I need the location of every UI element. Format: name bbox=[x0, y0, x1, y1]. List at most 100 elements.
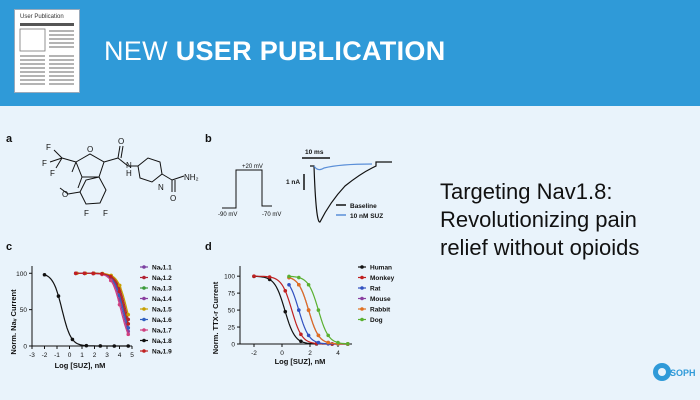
legend-label: Naᵥ1.6 bbox=[152, 317, 172, 324]
data-point bbox=[326, 333, 331, 338]
data-point bbox=[267, 275, 272, 279]
data-point bbox=[70, 337, 75, 342]
suz-trace bbox=[313, 163, 373, 171]
y-tick-label: 100 bbox=[16, 271, 27, 278]
atom-label: O bbox=[87, 145, 93, 154]
legend-marker bbox=[142, 328, 146, 332]
data-point bbox=[117, 302, 122, 307]
legend-label: Naᵥ1.7 bbox=[152, 328, 172, 335]
panel-d-ylabel: Norm. TTX-r Current bbox=[211, 281, 220, 354]
y-tick-label: 50 bbox=[228, 308, 236, 315]
data-point bbox=[100, 271, 104, 276]
atom-label: O bbox=[62, 190, 68, 199]
banner-prefix: NEW bbox=[104, 36, 176, 66]
x-tick-label: 3 bbox=[105, 352, 109, 359]
data-point bbox=[283, 289, 288, 293]
baseline-trace bbox=[310, 161, 392, 223]
legend-label: Naᵥ1.1 bbox=[152, 265, 172, 272]
legend-marker bbox=[142, 286, 146, 290]
data-point bbox=[126, 326, 131, 330]
atom-label: F bbox=[50, 169, 55, 178]
data-point bbox=[42, 272, 47, 277]
data-point bbox=[316, 340, 321, 345]
data-point bbox=[306, 308, 311, 312]
series-line bbox=[75, 272, 129, 332]
legend-label: Naᵥ1.9 bbox=[152, 349, 172, 356]
data-point bbox=[283, 309, 288, 314]
atom-label: O bbox=[170, 194, 176, 203]
chemical-structure bbox=[49, 145, 185, 205]
atom-label: NH₂ bbox=[184, 173, 199, 182]
legend-marker bbox=[360, 296, 364, 301]
x-tick-label: 0 bbox=[280, 350, 284, 357]
protocol-label-end: -70 mV bbox=[262, 212, 281, 218]
panel-b-letter: b bbox=[205, 133, 212, 145]
data-point bbox=[306, 282, 311, 287]
legend-marker bbox=[360, 307, 364, 311]
data-point bbox=[91, 271, 96, 276]
legend-label: Naᵥ1.2 bbox=[152, 275, 172, 282]
data-point bbox=[126, 344, 131, 348]
y-tick-label: 0 bbox=[23, 344, 27, 351]
legend-marker bbox=[360, 275, 364, 280]
newspaper-icon: User Publication bbox=[14, 9, 80, 93]
data-point bbox=[316, 308, 321, 312]
legend-marker bbox=[360, 317, 364, 322]
voltage-protocol: +20 mV -90 mV -70 mV bbox=[218, 164, 281, 218]
data-point bbox=[297, 282, 301, 287]
banner-title: NEW USER PUBLICATION bbox=[104, 36, 446, 67]
atom-label: O bbox=[118, 137, 124, 146]
legend-label: Mouse bbox=[370, 296, 391, 303]
panel-a-letter: a bbox=[6, 133, 13, 145]
newspaper-icon-label: User Publication bbox=[20, 14, 64, 20]
data-point bbox=[82, 271, 87, 276]
data-point bbox=[117, 289, 122, 294]
data-point bbox=[316, 333, 321, 338]
atom-label: F bbox=[46, 143, 51, 152]
legend-marker bbox=[360, 286, 364, 290]
panel-d-letter: d bbox=[205, 241, 212, 253]
legend-label: Monkey bbox=[370, 275, 395, 282]
panel-d-xlabel: Log [SUZ], nM bbox=[275, 357, 326, 366]
data-point bbox=[287, 282, 291, 287]
legend-marker bbox=[142, 349, 146, 353]
legend-label: Dog bbox=[370, 317, 383, 324]
data-point bbox=[297, 275, 301, 280]
data-point bbox=[287, 274, 291, 279]
legend-marker bbox=[142, 338, 146, 343]
x-tick-label: 4 bbox=[118, 352, 122, 359]
legend-label: Rat bbox=[370, 286, 381, 293]
legend-label: Rabbit bbox=[370, 307, 391, 314]
atom-label: F bbox=[42, 159, 47, 168]
panel-c-letter: c bbox=[6, 241, 12, 253]
data-point bbox=[108, 278, 113, 283]
legend-marker bbox=[360, 265, 364, 269]
data-point bbox=[306, 333, 311, 338]
banner-bold: USER PUBLICATION bbox=[175, 36, 446, 66]
x-tick-label: 1 bbox=[80, 352, 84, 359]
protocol-label-hold: -90 mV bbox=[218, 212, 237, 218]
article-title: Targeting Nav1.8: Revolutionizing pain r… bbox=[440, 179, 640, 260]
content-area bbox=[0, 106, 700, 400]
data-point bbox=[299, 339, 303, 344]
data-point bbox=[336, 340, 340, 345]
legend-marker bbox=[142, 265, 146, 269]
company-logo-text: SOPH bbox=[670, 368, 696, 378]
legend-label: Naᵥ1.3 bbox=[152, 286, 172, 293]
x-tick-label: 2 bbox=[93, 352, 97, 359]
company-logo-icon bbox=[653, 363, 671, 381]
data-point bbox=[126, 332, 131, 337]
x-tick-label: -2 bbox=[251, 350, 257, 357]
x-tick-label: 4 bbox=[336, 350, 340, 357]
y-tick-label: 100 bbox=[224, 274, 235, 281]
legend-label: Naᵥ1.4 bbox=[152, 296, 172, 303]
legend-label: Naᵥ1.5 bbox=[152, 307, 172, 314]
current-traces: 10 ms 1 nA Baseline 10 nM SUZ bbox=[286, 149, 392, 223]
atom-label: H bbox=[126, 169, 132, 178]
publication-figure: a F F F O N H O O F bbox=[6, 133, 395, 370]
panel-c-ylabel: Norm. Naᵥ Current bbox=[9, 289, 18, 355]
chemical-structure-labels: F F F O N H O O F F NH₂ O N bbox=[42, 137, 199, 218]
atom-label: N bbox=[126, 161, 132, 170]
header-banner: User Publication NEW USER PUBLICATION bbox=[0, 0, 700, 106]
